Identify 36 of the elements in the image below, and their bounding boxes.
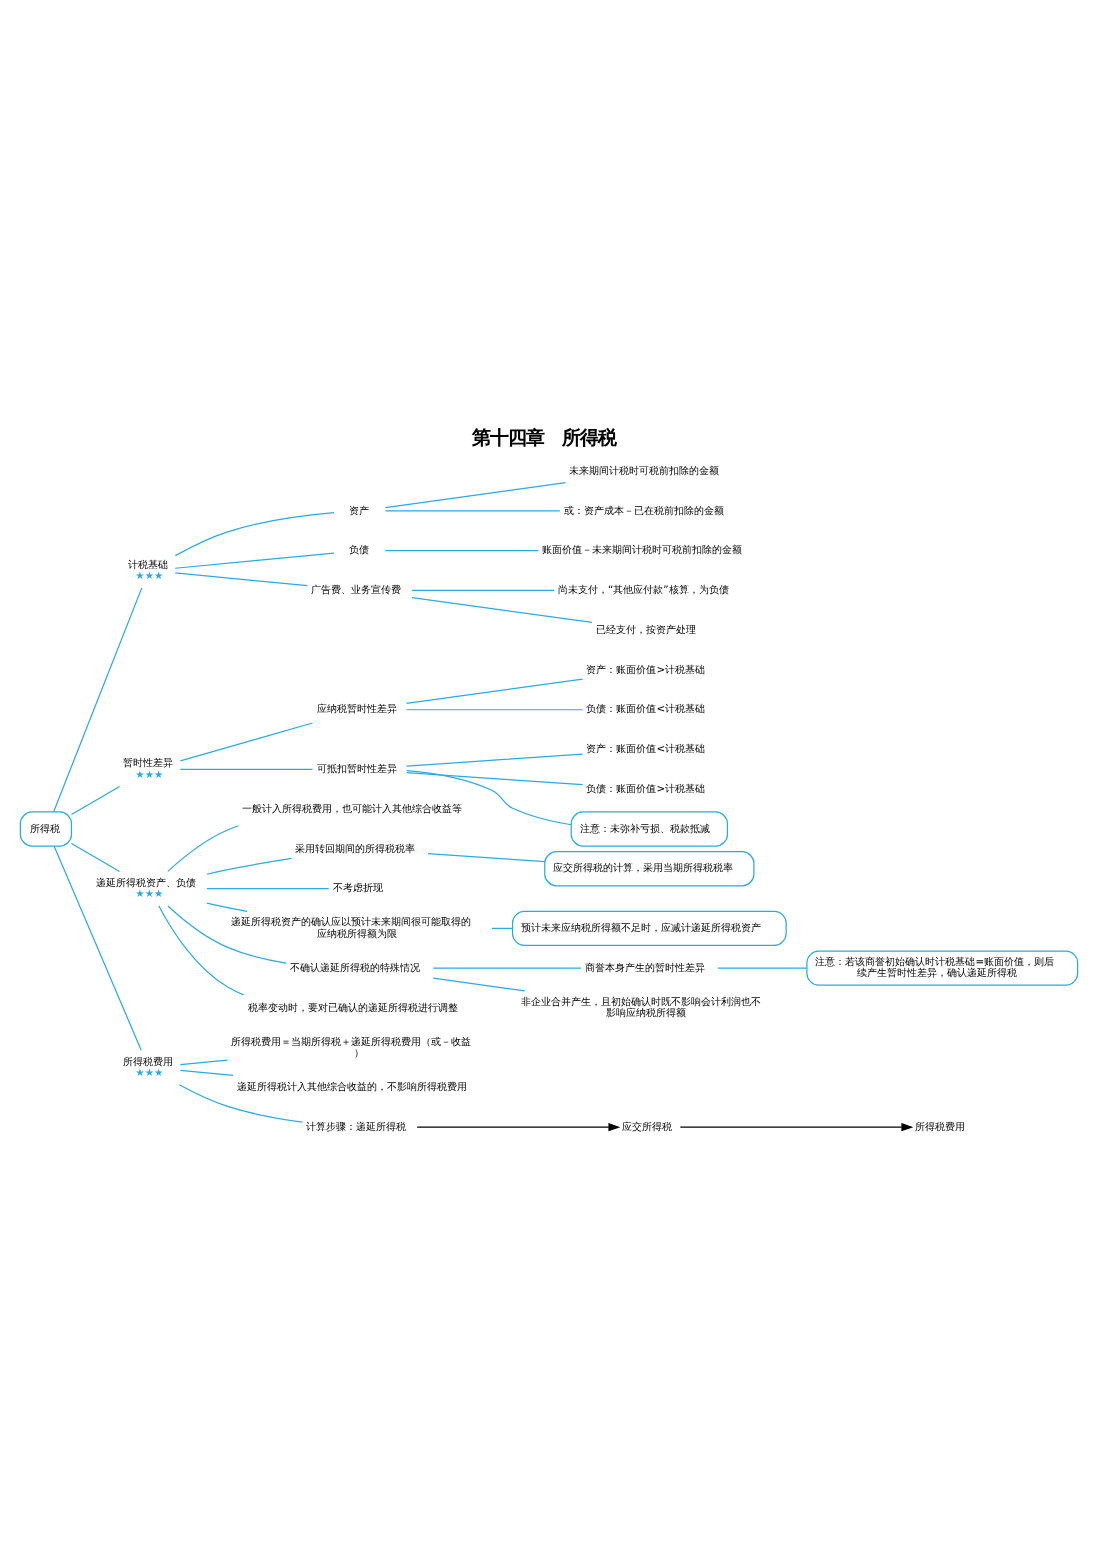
connector — [717, 966, 808, 968]
connector — [491, 926, 513, 928]
connector — [384, 509, 561, 511]
connector — [405, 752, 584, 766]
connector — [167, 904, 287, 963]
connector — [411, 595, 593, 623]
connector — [432, 966, 582, 968]
connector — [179, 1058, 229, 1065]
connector — [406, 768, 572, 825]
connector — [70, 784, 121, 815]
connector — [167, 824, 239, 871]
connector — [179, 721, 314, 761]
connector — [405, 708, 584, 710]
connector — [53, 844, 142, 1050]
connector — [53, 586, 143, 812]
connector — [174, 571, 309, 586]
connector — [405, 677, 584, 704]
connector — [179, 767, 314, 769]
connector — [206, 901, 248, 911]
connector — [206, 887, 330, 889]
connector — [179, 1068, 234, 1076]
arrow — [679, 1122, 914, 1131]
connector — [206, 856, 293, 874]
connector — [432, 976, 526, 991]
connector — [405, 770, 584, 785]
connector — [384, 549, 539, 551]
connector — [384, 481, 567, 508]
connector — [158, 904, 245, 995]
connector — [411, 588, 555, 591]
connector — [70, 841, 121, 872]
connector — [427, 851, 546, 862]
connector — [178, 1083, 303, 1122]
connector — [174, 511, 335, 556]
connector — [174, 551, 335, 568]
arrow — [416, 1122, 621, 1131]
diagram-title: 第十四章 所得税 — [471, 426, 616, 449]
